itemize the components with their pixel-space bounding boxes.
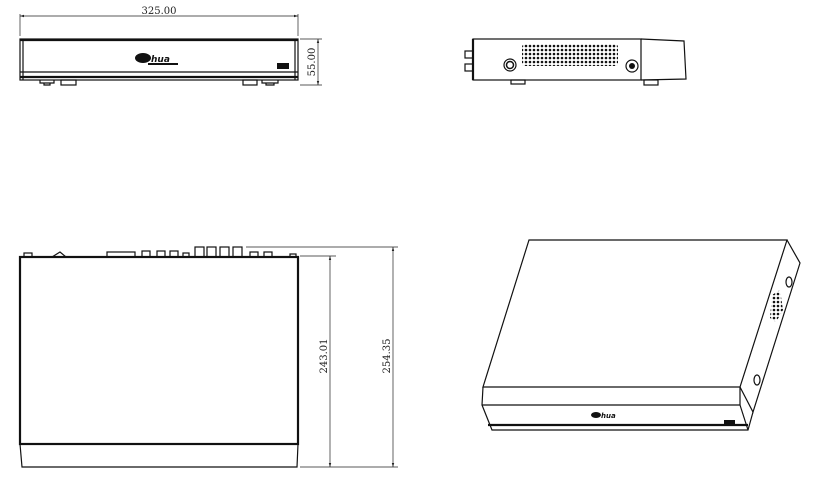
front-logo: hua (151, 55, 170, 65)
status-indicator (277, 63, 289, 69)
height-dimension-label: 55.00 (307, 48, 318, 77)
front-view: 325.00 hua 55.00 (19, 6, 322, 86)
overall-depth-dimension-label: 254.35 (382, 339, 393, 374)
vent-grille (522, 44, 618, 66)
side-view (464, 38, 687, 86)
isometric-view: hua (481, 239, 801, 431)
iso-logo: hua (601, 412, 616, 420)
rear-connectors (23, 246, 297, 258)
top-view: 243.01 254.35 (18, 246, 398, 468)
logo-mark (135, 53, 151, 63)
depth-dimension-label: 243.01 (319, 339, 330, 374)
width-dimension-label: 325.00 (142, 6, 177, 17)
